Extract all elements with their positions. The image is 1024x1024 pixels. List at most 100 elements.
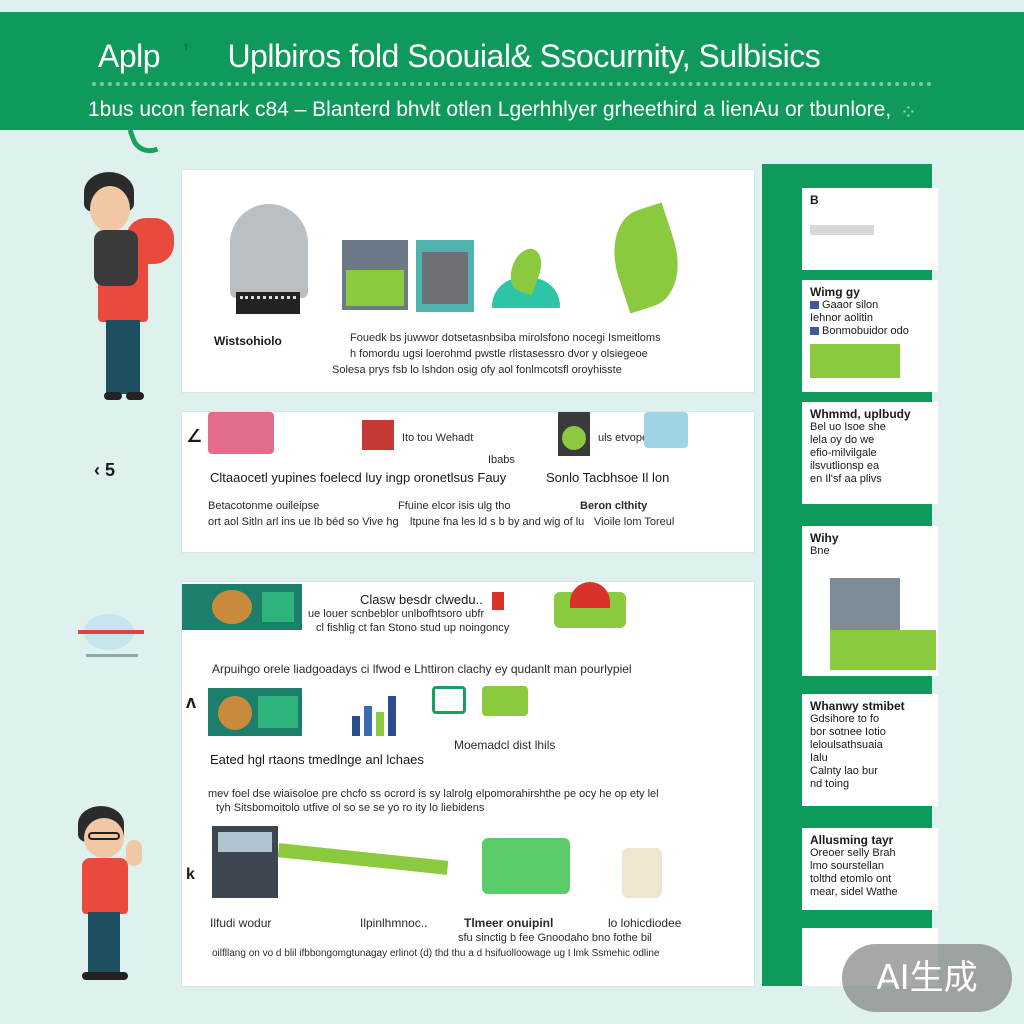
doc-icon — [810, 301, 819, 310]
sidebar-card-3-title: Whmmd, uplbudy — [810, 408, 911, 421]
doc-icon — [810, 327, 819, 336]
arrow-road-illustration — [277, 843, 449, 875]
section3-line-b: mev foel dse wiaisoloe pre chcfo ss ocro… — [208, 788, 659, 800]
section3-line-e: oilfllang on vo d blil ifbbongomgtunagay… — [212, 948, 660, 959]
sidebar-card-3-l3: efio-milvilgale — [810, 447, 877, 459]
glasses-icon — [88, 832, 120, 840]
section3-line-a: Arpuihgo orele liadgoadays ci lfwod e Lh… — [212, 662, 632, 676]
character-bag — [94, 230, 138, 286]
sidebar-card-5-l6: nd toing — [810, 778, 850, 790]
character-shoe — [82, 972, 128, 980]
section3-heading2: Eated hgl rtaons tmedlnge anl lchaes — [210, 752, 424, 767]
dots-icon: ⁘ — [900, 102, 917, 124]
sidebar-card-3-l5: en Il'sf aa plivs — [810, 473, 882, 485]
shield-leaf-illustration — [492, 244, 560, 308]
section1-line3: Solesa prys fsb lo lshdon osig ofy aol f… — [332, 364, 622, 376]
page-title: Aplp ʼ Uplbiros fold Soouial& Ssocurnity… — [98, 38, 978, 75]
ai-generated-badge: AI生成 — [842, 944, 1012, 1012]
section3-label-m: Moemadcl dist lhils — [454, 738, 556, 752]
map-card-illustration — [182, 584, 302, 630]
sidebar-card-3-l1: Bel uo Isoe she — [810, 421, 886, 433]
sidebar-card-5-l4: Ialu — [810, 752, 828, 764]
section2-line1-mid: Ffuine elcor isis ulg tho — [398, 500, 511, 512]
sidebar-card-6-l2: lmo sourstellan — [810, 860, 884, 872]
sidebar-card-3-l2: lela oy do we — [810, 434, 875, 446]
device-illustration — [432, 686, 466, 714]
section3-label-f2: Ilpinlhmnoc.. — [360, 916, 428, 930]
card-text: Gaaor silon — [822, 299, 879, 311]
card-stack-illustration — [554, 582, 626, 630]
character-shoe — [104, 392, 122, 400]
card-image — [830, 630, 936, 670]
character-legs — [106, 320, 140, 394]
section3-sub1b: cl fishlig ct fan Stono stud up noingonc… — [316, 622, 510, 634]
section1-line1: Fouedk bs juwwor dotsetasnbsiba mirolsfo… — [350, 332, 661, 344]
sidebar-card-4-l1: Bne — [810, 545, 830, 557]
sidebar-card-6: Allusming tayr Oreoer selly Brah lmo sou… — [802, 828, 938, 910]
character-bottom — [74, 806, 164, 986]
section3-line-c: tyh Sitsbomoitolo utfive ol so se se yo … — [216, 802, 485, 814]
sidebar-card-5-l2: bor sotnee Iotio — [810, 726, 886, 738]
character-shirt — [82, 858, 128, 914]
dotted-divider — [92, 82, 932, 90]
character-hand — [126, 840, 142, 866]
title-separator: ʼ — [182, 38, 190, 74]
document-card-illustration — [416, 240, 474, 312]
right-sidebar: B Wimg gy Gaaor silon Iehnor aolitin Bon… — [762, 164, 938, 986]
sidebar-card-3-l4: ilsvutlionsp ea — [810, 460, 880, 472]
title-left: Aplp — [98, 38, 161, 74]
section2-line2-left: ort aol Sitln arl ins ue Ib béd so Vive … — [208, 516, 399, 528]
section-panel-3: Clasw besdr clwedu.. ue louer scnbeblor … — [182, 582, 754, 986]
section2-label-b: Ibabs — [488, 454, 515, 466]
jar-illustration — [622, 848, 662, 898]
sidebar-card-3: Whmmd, uplbudy Bel uo Isoe she lela oy d… — [802, 402, 938, 504]
red-flag-icon — [492, 592, 504, 610]
character-head — [90, 186, 130, 232]
globe-icon — [78, 600, 144, 670]
title-main: Uplbiros fold Soouial& Ssocurnity, Sulbi… — [227, 38, 821, 74]
card-text: Bonmobuidor odo — [822, 325, 909, 337]
bar-chart-illustration — [352, 692, 404, 736]
sidebar-card-2-l2: Iehnor aolitin — [810, 312, 873, 324]
map-card-illustration-2 — [208, 688, 302, 736]
section3-sub1a: ue louer scnbeblor unlbofhtsoro ubfr — [308, 608, 485, 620]
section3-label-f3: Tlmeer onuipinl — [464, 916, 554, 930]
section2-line2-right: Vioile lom Toreul — [594, 516, 675, 528]
section1-line2: h fomordu ugsi loerohmd pwstle rlistases… — [350, 348, 648, 360]
chart-card-illustration — [362, 420, 394, 450]
sidebar-card-6-l4: mear, sidel Wathe — [810, 886, 898, 898]
sidebar-card-5-title: Whanwy stmibet — [810, 700, 905, 713]
sidebar-card-5-l3: leloulsathsuaia — [810, 739, 883, 751]
card-image — [810, 344, 900, 378]
building-illustration — [830, 578, 900, 638]
leaf-illustration — [600, 202, 692, 314]
sidebar-card-2-title: Wimg gy — [810, 286, 860, 299]
laptop-illustration — [212, 826, 278, 898]
section3-label-f4: lo lohicdiodee — [608, 916, 682, 930]
pie-card-illustration — [558, 412, 590, 456]
card-illustration — [208, 412, 274, 454]
sidebar-card-4: Wihy Bne — [802, 526, 938, 676]
sidebar-card-6-l3: tolthd etomlo ont — [810, 873, 892, 885]
section2-line2-mid: ltpune fna les ld s b by and wig of lu — [410, 516, 585, 528]
section3-heading1: Clasw besdr clwedu.. — [360, 592, 483, 607]
section1-caption: Wistsohiolo — [214, 334, 282, 348]
character-top — [80, 170, 180, 410]
section-panel-1: Wistsohiolo Fouedk bs juwwor dotsetasnbs… — [182, 170, 754, 392]
sidebar-card-6-l1: Oreoer selly Brah — [810, 847, 896, 859]
sidebar-card-1-title: B — [810, 194, 819, 207]
left-mark-b: ‹ 5 — [94, 460, 116, 480]
green-folder-illustration — [482, 838, 570, 894]
section3-badge3: k — [186, 866, 195, 883]
section2-heading-right: Sonlo Tacbhsoe Il lon — [546, 470, 670, 485]
server-illustration — [644, 412, 688, 448]
section3-line-d: sfu sinctig b fee Gnoodaho bno fothe bil — [458, 932, 652, 944]
section2-line1-right: Beron clthity — [580, 500, 648, 512]
section2-heading-left: Cltaaocetl yupines foelecd luy ingp oron… — [210, 470, 507, 485]
sidebar-card-2: Wimg gy Gaaor silon Iehnor aolitin Bonmo… — [802, 280, 938, 392]
sidebar-card-2-l3: Bonmobuidor odo — [810, 325, 930, 338]
sidebar-card-5-l1: Gdsihore to fo — [810, 713, 880, 725]
screen-illustration — [482, 686, 528, 716]
character-shoe — [126, 392, 144, 400]
section-panel-2: ∠ Ito tou Wehadt Ibabs uls etvopel Cltaa… — [182, 412, 754, 552]
